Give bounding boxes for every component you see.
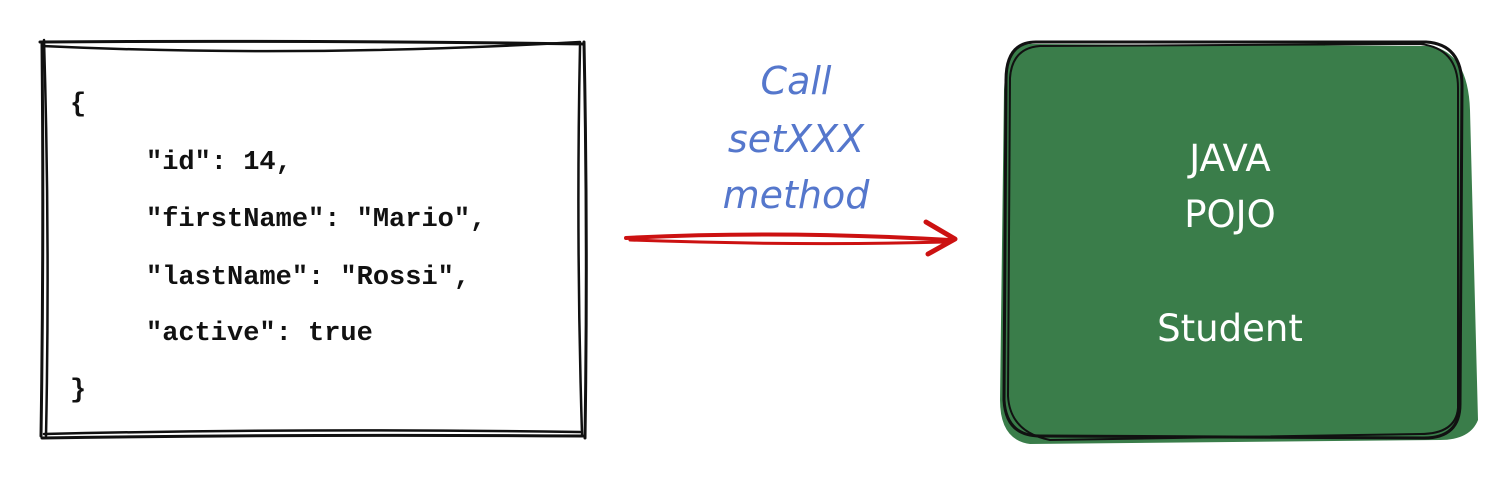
pojo-label-student: Student: [1157, 307, 1303, 350]
arrow-label-method: method: [722, 173, 870, 217]
json-close-brace: }: [70, 376, 87, 406]
arrow-label-setxxx: setXXX: [727, 117, 865, 161]
json-line-active: "active": true: [146, 319, 373, 349]
json-line-firstname: "firstName": "Mario",: [146, 205, 487, 235]
pojo-label-java: JAVA: [1189, 137, 1271, 180]
json-line-id: "id": 14,: [146, 148, 292, 178]
pojo-label-pojo: POJO: [1184, 193, 1276, 236]
arrow-label-call: Call: [760, 59, 832, 103]
json-line-lastname: "lastName": "Rossi",: [146, 263, 471, 293]
json-box: [38, 38, 588, 440]
call-setter-arrow: [624, 219, 958, 257]
pojo-box: [1000, 40, 1478, 444]
json-open-brace: {: [70, 90, 87, 120]
